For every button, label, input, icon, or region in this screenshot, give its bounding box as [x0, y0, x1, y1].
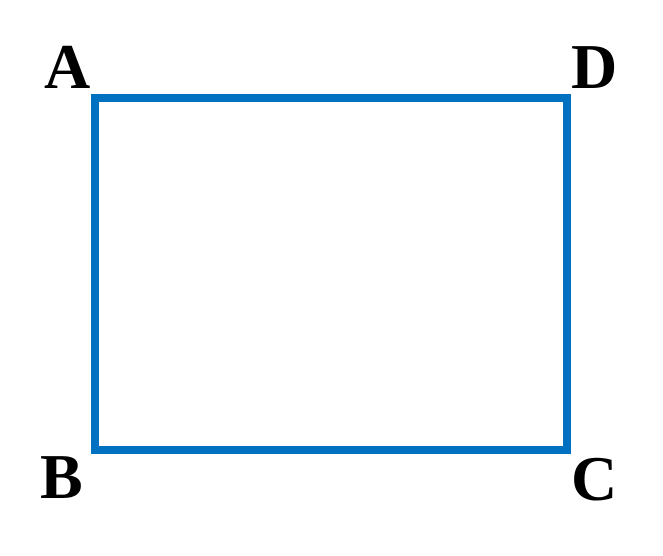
vertex-label-a: A: [44, 31, 90, 102]
vertex-label-d: D: [571, 31, 617, 102]
vertex-label-b: B: [40, 441, 83, 512]
vertex-label-c: C: [571, 443, 617, 514]
rectangle-abcd: [91, 94, 571, 454]
